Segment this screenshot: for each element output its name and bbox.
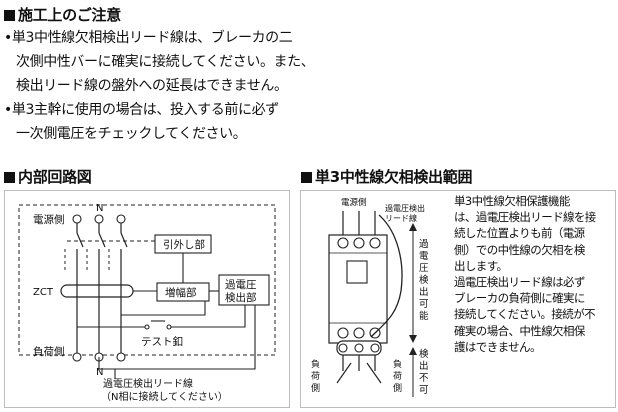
- circuit-diagram: 電源側 N 負荷側 N 引外し部 ZCT: [18, 203, 276, 403]
- amplifier-box: [156, 282, 210, 302]
- circuit-panel: 電源側 N 負荷側 N 引外し部 ZCT: [4, 190, 290, 408]
- main-conductors: [76, 223, 128, 353]
- breaker-bottom-screws: [337, 327, 381, 339]
- load-side-right-label: 負荷側: [393, 358, 402, 394]
- description-line: 護はできません。: [454, 339, 541, 354]
- not-detectable-label: 検出不可: [419, 348, 429, 396]
- precautions-title: 施工上のご注意: [18, 6, 121, 24]
- lead-wire-curve: [370, 214, 403, 338]
- neutral-label-top: N: [96, 203, 103, 214]
- precautions-notes: •単3中性線欠相検出リード線は、ブレーカの二 次側中性バーに確実に接続してくださ…: [4, 26, 334, 146]
- breaker-top-screws: [337, 237, 381, 249]
- test-button-label: テスト釦: [141, 335, 183, 348]
- lead-note-1: 過電圧検出リード線: [103, 377, 193, 390]
- detection-heading: 単3中性線欠相検出範囲: [301, 166, 472, 187]
- trip-unit-label: 引外し部: [163, 238, 205, 251]
- breaker-body: [328, 234, 388, 344]
- description-line: 側）での中性線の欠相を検: [454, 242, 585, 257]
- circuit-title: 内部回路図: [18, 168, 92, 186]
- zct-conductors: [76, 285, 122, 297]
- detection-diagram: 電源側 過電圧検出 リード線 負荷側 負荷側: [311, 197, 429, 397]
- precautions-heading: 施工上のご注意: [4, 4, 121, 25]
- note-line: •単3中性線欠相検出リード線は、ブレーカの二: [4, 30, 293, 46]
- load-side-label: 負荷側: [33, 345, 65, 358]
- source-side-label: 電源側: [341, 197, 367, 208]
- description-line: 続した位置よりも前（電源: [454, 226, 585, 241]
- test-circuit: [77, 301, 246, 330]
- description-line: 確実の場合、中性線欠相保: [454, 323, 585, 338]
- incoming-wires: [342, 211, 376, 237]
- neutral-label-bottom: N: [96, 367, 103, 378]
- description-line: ブレーカの負荷側に確実に: [454, 291, 585, 306]
- description-line: は、過電圧検出リード線を接: [454, 210, 596, 225]
- detection-panel: 電源側 過電圧検出 リード線 負荷側 負荷側: [300, 190, 616, 408]
- note-line: 次側中性バーに確実に接続してください。また、: [16, 54, 315, 70]
- zct-core: [60, 284, 134, 298]
- lead-wire-line: [98, 357, 116, 379]
- detection-title: 単3中性線欠相検出範囲: [315, 168, 473, 186]
- enclosure-outline: [18, 204, 276, 356]
- lead-wire-label-1: 過電圧検出: [385, 203, 425, 213]
- heading-square-icon: [4, 10, 15, 21]
- detection-description: 単3中性線欠相保護機能 は、過電圧検出リード線を接 続した位置よりも前（電源 側…: [454, 193, 614, 355]
- heading-square-icon: [301, 172, 312, 183]
- detectable-label: 過電圧検出可能: [419, 238, 429, 322]
- dashed-guides: [64, 249, 110, 273]
- note-line: 一次側電圧をチェックしてください。: [16, 126, 247, 142]
- overvoltage-label-1: 過電圧: [225, 279, 257, 291]
- note-line: 検出リード線の盤外への延長はできません。: [16, 78, 288, 94]
- description-line: 接続してください。接続が不: [454, 307, 596, 322]
- description-line: 出します。: [454, 258, 508, 273]
- lead-note-2: （N相に接続してください）: [101, 390, 228, 403]
- heading-square-icon: [4, 172, 15, 183]
- breaker-handle: [346, 260, 368, 284]
- description-line: 単3中性線欠相保護機能: [454, 194, 570, 208]
- amplifier-label: 増幅部: [165, 286, 197, 299]
- note-line: •単3主幹に使用の場合は、投入する前に必ず: [4, 102, 279, 118]
- lead-wire-label-2: リード線: [385, 213, 417, 223]
- top-terminals: [72, 214, 126, 224]
- load-side-left-label: 負荷側: [311, 358, 320, 394]
- overvoltage-box: [218, 274, 270, 306]
- circuit-heading: 内部回路図: [4, 166, 92, 187]
- description-line: 過電圧検出リード線は必ず: [454, 275, 585, 290]
- overvoltage-label-2: 検出部: [225, 291, 257, 304]
- zct-label: ZCT: [33, 287, 54, 298]
- source-side-label: 電源側: [33, 213, 65, 226]
